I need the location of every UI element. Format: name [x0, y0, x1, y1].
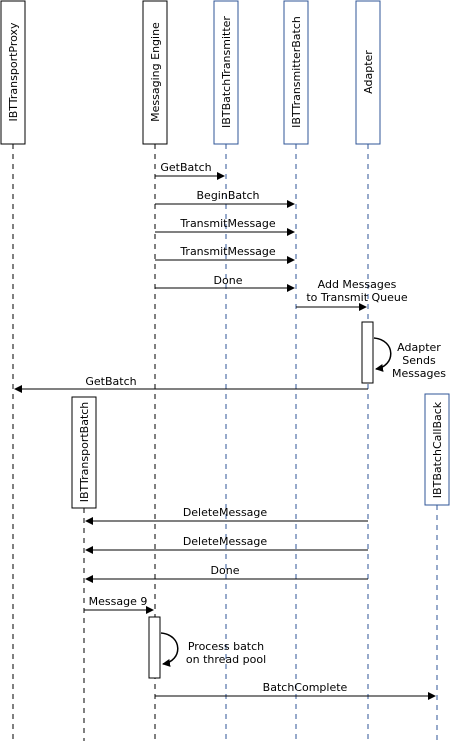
message-transmit-1: TransmitMessage [155, 217, 295, 236]
participant-label-engine: Messaging Engine [149, 22, 162, 122]
participant-batch: IBTTransmitterBatch [283, 0, 309, 145]
message-label: DeleteMessage [183, 535, 268, 548]
message-label-line-1: Adapter [397, 341, 441, 354]
message-label: GetBatch [160, 161, 211, 174]
message-label: GetBatch [85, 375, 136, 388]
activation-adapter [361, 321, 374, 384]
message-label-line-1: Process batch [188, 640, 264, 653]
message-label-line-1: Add Messages [318, 278, 397, 291]
message-label: Done [211, 564, 240, 577]
message-getbatch-1: GetBatch [155, 161, 225, 180]
participant-engine: Messaging Engine [142, 0, 168, 145]
message-delete-1: DeleteMessage [85, 506, 368, 525]
message-label: TransmitMessage [179, 217, 276, 230]
message-add-messages: Add Messages to Transmit Queue [296, 278, 408, 311]
lifelines [12, 144, 438, 741]
message-label-line-2: to Transmit Queue [306, 291, 408, 304]
message-done-2: Done [85, 564, 368, 583]
participant-adapter: Adapter [355, 0, 381, 145]
participants: IBTTransportProxy Messaging Engine IBTBa… [0, 0, 450, 509]
message-beginbatch: BeginBatch [155, 189, 295, 208]
message-label: Done [214, 274, 243, 287]
message-adapter-sends: Adapter Sends Messages [373, 337, 446, 380]
message-process-batch: Process batch on thread pool [160, 632, 266, 667]
participant-proxy: IBTTransportProxy [0, 0, 26, 145]
activations [148, 321, 374, 679]
message-transmit-2: TransmitMessage [155, 245, 295, 264]
message-label: DeleteMessage [183, 506, 268, 519]
participant-label-transport-batch: IBTTransportBatch [78, 402, 91, 503]
participant-transport-batch: IBTTransportBatch [71, 396, 97, 509]
participant-label-batch: IBTTransmitterBatch [290, 16, 303, 128]
message-label-line-2: Sends [402, 354, 436, 367]
participant-label-callback: IBTBatchCallBack [431, 401, 444, 498]
message-label-line-3: Messages [392, 367, 446, 380]
participant-callback: IBTBatchCallBack [424, 393, 450, 506]
activation-engine [148, 616, 161, 679]
participant-label-transmitter: IBTBatchTransmitter [220, 16, 233, 128]
participant-label-adapter: Adapter [362, 50, 375, 94]
message-label: BeginBatch [197, 189, 260, 202]
message-label: TransmitMessage [179, 245, 276, 258]
message-delete-2: DeleteMessage [85, 535, 368, 554]
message-label-line-2: on thread pool [186, 653, 266, 666]
message-label: Message 9 [89, 595, 148, 608]
participant-transmitter: IBTBatchTransmitter [213, 0, 239, 145]
message-done-1: Done [155, 274, 295, 292]
messages: GetBatch BeginBatch TransmitMessage Tran… [14, 161, 446, 700]
participant-label-proxy: IBTTransportProxy [7, 22, 20, 122]
message-getbatch-2: GetBatch [14, 375, 368, 393]
message-batch-complete: BatchComplete [155, 681, 436, 700]
message-message-9: Message 9 [84, 595, 154, 614]
message-label: BatchComplete [263, 681, 348, 694]
